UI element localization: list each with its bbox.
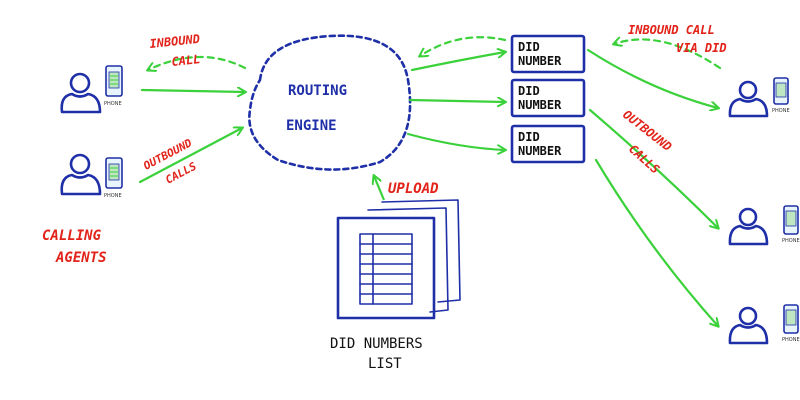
did-box-1-line1: DID: [518, 40, 540, 54]
outbound-calls-right-label-line2: CALLS: [626, 142, 662, 177]
phone-icon: PHONE: [104, 65, 123, 107]
did-box-3-line1: DID: [518, 130, 540, 144]
did-to-agent-right-top-arrow: [586, 48, 718, 108]
routing-engine: ROUTING ENGINE: [248, 34, 412, 171]
routing-engine-label-line1: ROUTING: [288, 83, 347, 99]
person-icon: [60, 72, 102, 114]
did-box-2-line2: NUMBER: [518, 98, 562, 112]
agent-right-top: PHONE: [728, 77, 790, 118]
upload-arrow: [374, 176, 386, 201]
phone-icon: PHONE: [782, 304, 800, 343]
phone-label: PHONE: [782, 337, 800, 343]
person-icon: [728, 207, 769, 246]
inbound-via-did-dashed-arrow: [614, 39, 722, 70]
outbound-calls-left-label-line2: CALLS: [163, 159, 199, 186]
did-numbers-list-document-stack: [336, 199, 461, 320]
inbound-call-left-label-line2: CALL: [171, 52, 201, 69]
agent-left-top: PHONE: [60, 65, 123, 114]
outbound-calls-right-label-line1: OUTBOUND: [620, 107, 674, 154]
person-icon: [728, 306, 769, 345]
did-box-1-line2: NUMBER: [518, 54, 562, 68]
calling-agents-label-line1: CALLING: [42, 228, 102, 244]
did-number-box-2: DID NUMBER: [510, 78, 586, 118]
person-icon: [728, 80, 769, 118]
phone-label: PHONE: [104, 193, 122, 199]
inbound-call-left-label-line1: INBOUND: [149, 32, 201, 51]
outbound-calls-right-arrow-2: [594, 158, 718, 326]
phone-label: PHONE: [772, 108, 790, 114]
routing-to-did-1-arrow: [410, 52, 505, 72]
agent-right-middle: PHONE: [728, 205, 800, 246]
phone-label: PHONE: [782, 238, 800, 244]
did-box-2-line1: DID: [518, 84, 540, 98]
outbound-calls-right-arrow-1: [588, 108, 718, 228]
person-icon: [60, 153, 102, 196]
phone-icon: PHONE: [772, 77, 790, 114]
phone-icon: PHONE: [782, 205, 800, 244]
did-number-box-1: DID NUMBER: [510, 34, 586, 74]
agent-right-bottom: PHONE: [728, 304, 800, 345]
did-numbers-list-label-line1: DID NUMBERS: [330, 336, 423, 352]
phone-label: PHONE: [104, 101, 122, 107]
routing-to-did-2-arrow: [408, 100, 505, 102]
calling-agents-label-line2: AGENTS: [55, 250, 107, 266]
phone-icon: PHONE: [104, 157, 123, 199]
upload-label: UPLOAD: [388, 181, 439, 197]
did-box-3-line2: NUMBER: [518, 144, 562, 158]
routing-to-did-3-arrow: [406, 132, 505, 150]
inbound-via-did-label-line2: VIA DID: [676, 41, 727, 55]
did-numbers-list-label-line2: LIST: [368, 356, 402, 372]
routing-engine-label-line2: ENGINE: [286, 118, 337, 134]
agent-to-routing-arrow: [140, 90, 245, 92]
did-1-to-routing-dashed-arrow: [420, 36, 507, 56]
did-number-box-3: DID NUMBER: [510, 124, 586, 164]
outbound-calls-left-arrow: [138, 128, 242, 184]
inbound-via-did-label-line1: INBOUND CALL: [628, 23, 715, 37]
inbound-call-left-dashed-arrow: [148, 55, 247, 70]
agent-left-bottom: PHONE: [60, 153, 123, 199]
